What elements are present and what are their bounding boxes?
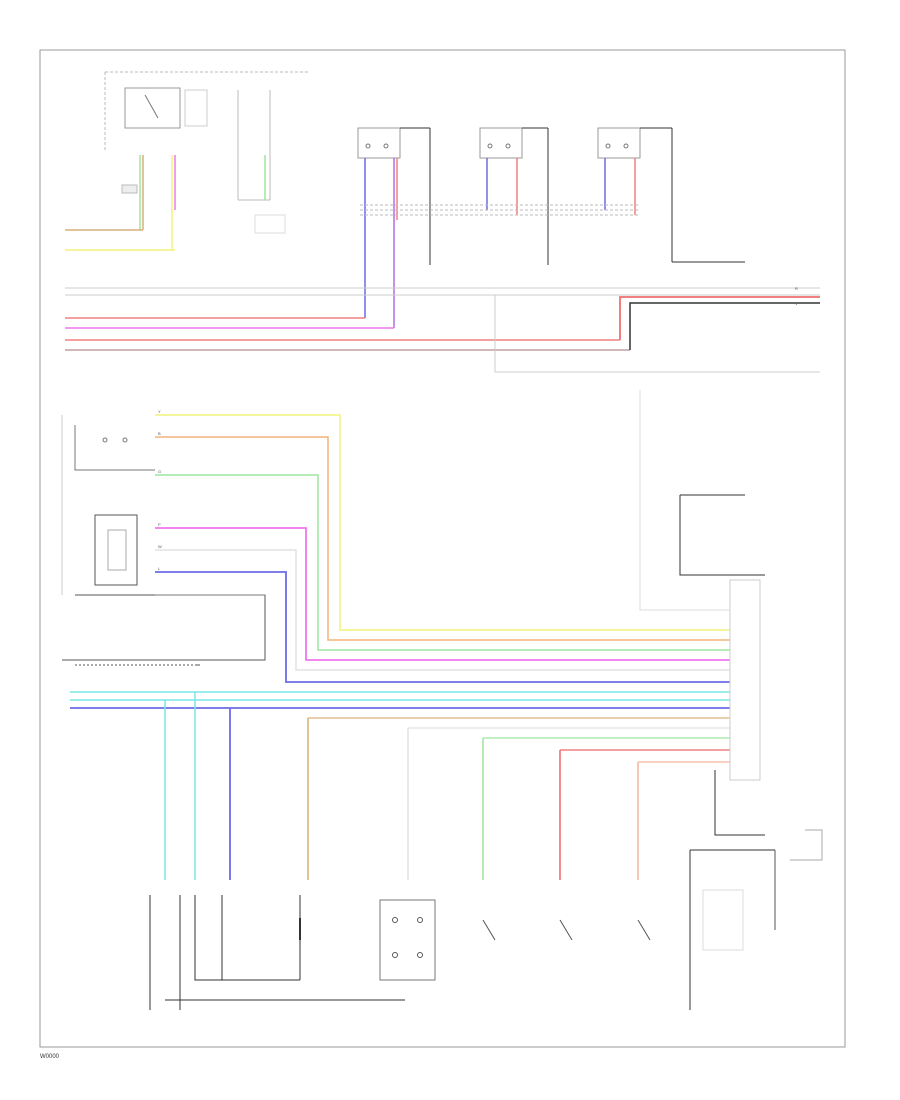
pin-label: R xyxy=(795,286,798,291)
stop-switch xyxy=(237,90,286,234)
lower-left-wires xyxy=(70,691,730,880)
top-left-wires xyxy=(65,155,176,251)
upper-bus xyxy=(65,287,820,373)
sensor-interconnect xyxy=(360,204,640,216)
pin-label: P xyxy=(158,522,161,527)
top-left-switch xyxy=(104,71,310,150)
connector-labels: Y B G P W L R V xyxy=(158,286,798,571)
middle-harness xyxy=(155,414,730,683)
pin-label: Y xyxy=(158,409,161,414)
adjustment-switch xyxy=(61,415,266,661)
pin-label: W xyxy=(158,544,162,549)
bottom-components xyxy=(149,889,744,1010)
footer-code: W0000 xyxy=(40,1054,60,1060)
pin-label: B xyxy=(158,431,161,436)
sensor-3 xyxy=(597,127,745,263)
pin-label: V xyxy=(795,301,798,306)
sensor-2 xyxy=(479,127,549,265)
diagram-frame xyxy=(39,49,846,1048)
pin-label: L xyxy=(158,566,161,571)
pin-label: G xyxy=(158,469,161,474)
sensor-1 xyxy=(357,127,431,328)
ecu-connector xyxy=(639,390,823,1010)
